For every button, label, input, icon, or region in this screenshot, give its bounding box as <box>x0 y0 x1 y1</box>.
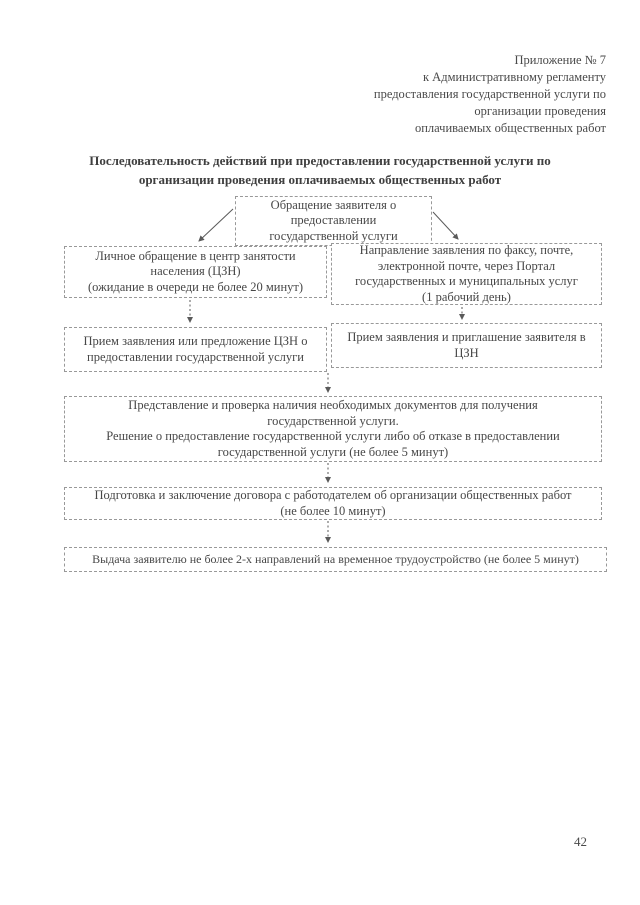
flow-node-referrals-issue: Выдача заявителю не более 2-х направлени… <box>64 547 607 572</box>
flow-node-documents-check: Представление и проверка наличия необход… <box>64 396 602 462</box>
flow-node-acceptance-offer: Прием заявления или предложение ЦЗН о пр… <box>64 327 327 372</box>
appendix-header-line: предоставления государственной услуги по <box>373 87 606 101</box>
flow-node-contract: Подготовка и заключение договора с работ… <box>64 487 602 520</box>
appendix-header-line: оплачиваемых общественных работ <box>414 121 606 135</box>
appendix-header: Приложение № 7 к Административному регла… <box>276 52 606 137</box>
appendix-header-line: организации проведения <box>474 104 606 118</box>
flow-node-personal-visit: Личное обращение в центр занятости насел… <box>64 246 327 298</box>
arrow-start-to-personal <box>198 208 234 242</box>
page-title: Последовательность действий при предоста… <box>89 153 551 187</box>
flow-node-start: Обращение заявителя о предоставлении гос… <box>235 196 432 246</box>
flow-node-acceptance-invitation: Прием заявления и приглашение заявителя … <box>331 323 602 368</box>
appendix-header-line: к Административному регламенту <box>422 70 606 84</box>
appendix-header-line: Приложение № 7 <box>514 53 606 67</box>
flow-node-remote-application: Направление заявления по факсу, почте, э… <box>331 243 602 305</box>
arrow-start-to-remote <box>432 211 459 240</box>
page-number: 42 <box>574 834 587 849</box>
